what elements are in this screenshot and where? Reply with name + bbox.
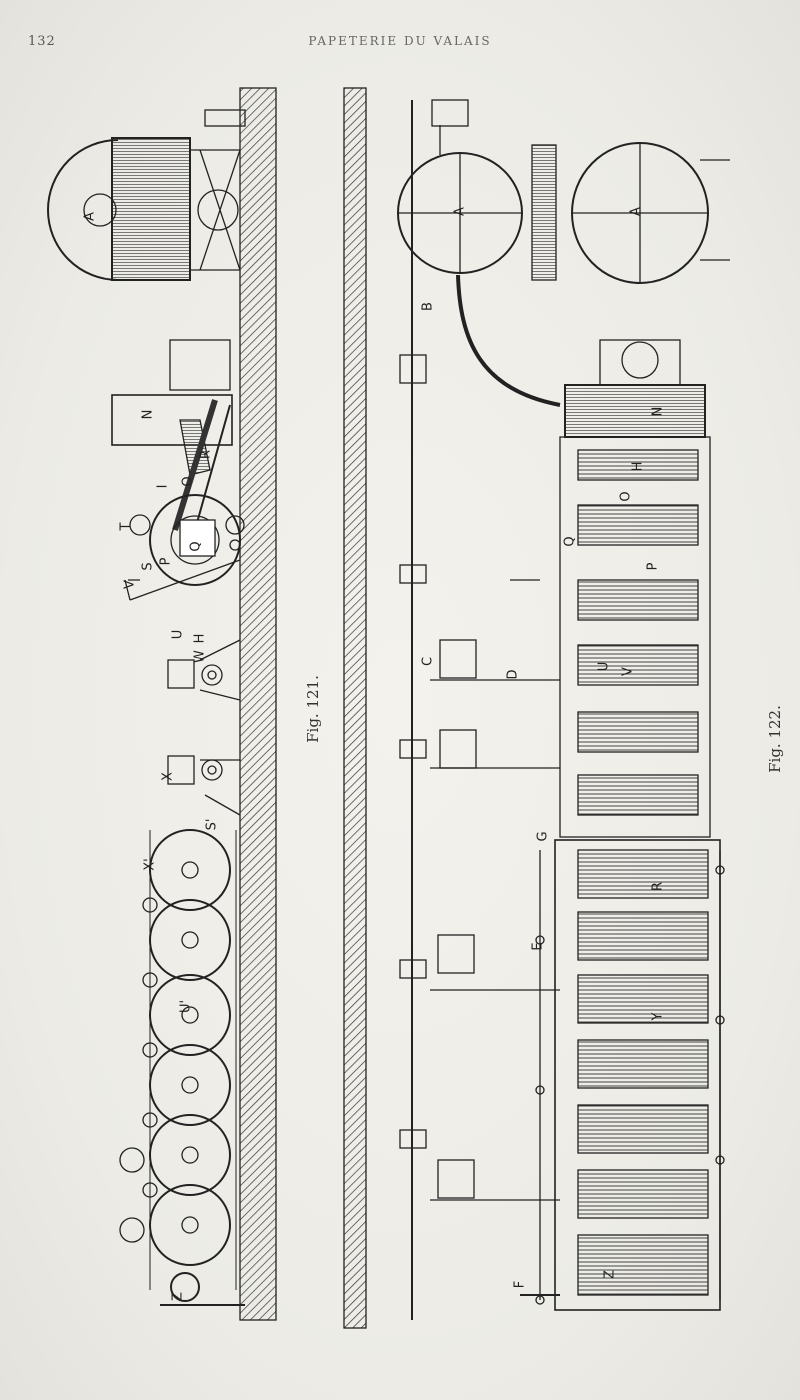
page-number: 132 <box>28 34 56 49</box>
label-fig121-U-prime: U' <box>178 999 194 1014</box>
label-fig121-U: U <box>170 629 186 640</box>
label-fig122-C: C <box>420 656 436 667</box>
label-fig121-N: N <box>140 409 156 420</box>
label-fig121-I: I <box>155 484 171 489</box>
label-fig121-R: R <box>198 449 214 460</box>
label-fig122-F: F <box>512 1280 528 1289</box>
label-fig121-S: S <box>140 562 156 571</box>
label-fig121-W: W <box>192 650 208 663</box>
label-fig121-O: O <box>180 476 196 487</box>
label-fig122-V: V <box>620 667 636 676</box>
label-fig122-U: U <box>596 661 612 672</box>
fig121-dryer-cylinders <box>149 829 231 1266</box>
label-fig121-P: P <box>158 557 174 566</box>
running-header: 132 PAPETERIE DU VALAIS <box>0 34 800 54</box>
label-fig122-P: P <box>645 562 661 571</box>
fig121-elevation <box>47 87 277 1321</box>
label-fig121-Z: Z <box>170 1292 186 1301</box>
label-fig122-Q: Q <box>562 536 578 547</box>
label-fig121-S-prime: S' <box>204 818 220 831</box>
label-fig122-A2: A <box>628 207 644 216</box>
label-fig122-B: B <box>420 302 436 311</box>
figure-caption-121: Fig. 121. <box>304 675 322 743</box>
fig122-plan <box>343 87 730 1329</box>
label-fig121-H: H <box>192 633 208 644</box>
label-fig122-E: E <box>530 942 546 951</box>
label-fig122-H: H <box>630 461 646 472</box>
label-fig122-Z: Z <box>602 1270 618 1279</box>
figure-caption-122: Fig. 122. <box>766 705 784 773</box>
label-fig122-A1: A <box>452 207 468 216</box>
label-fig121-X: X <box>160 772 176 781</box>
label-fig121-V: V <box>122 580 138 589</box>
label-fig121-X-prime: X' <box>142 858 158 871</box>
running-title: PAPETERIE DU VALAIS <box>308 34 492 48</box>
label-fig122-Y: Y <box>650 1012 666 1021</box>
label-fig121-T: T <box>118 522 134 531</box>
label-fig122-O: O <box>618 491 634 502</box>
fig122-dryer-rollers <box>577 849 709 1296</box>
label-fig122-R: R <box>650 881 666 892</box>
fig122-rollers-top <box>577 449 699 816</box>
label-fig121-A: A <box>82 212 98 221</box>
label-fig122-D: D <box>505 669 521 680</box>
label-fig121-Q: Q <box>188 541 204 552</box>
label-fig122-N: N <box>650 406 666 417</box>
label-fig122-G: G <box>535 831 551 842</box>
